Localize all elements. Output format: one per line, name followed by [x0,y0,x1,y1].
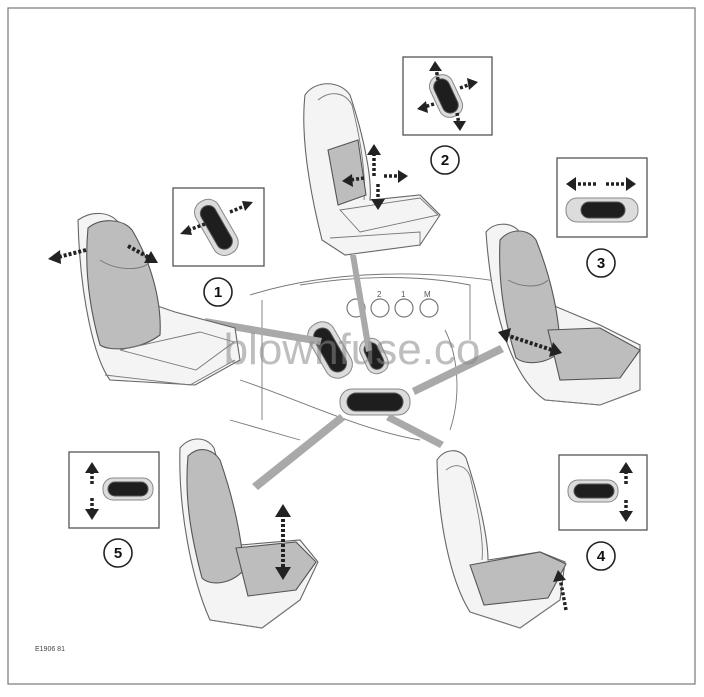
switch-1-arrow-left [180,222,206,235]
switch-box-1 [172,187,265,267]
seat-3-fore-aft-arrow [498,328,562,357]
switch-1-backrest-control[interactable] [190,195,243,260]
switch-5-arrow-up [85,462,99,484]
callout-4: 4 [586,541,616,571]
dial-2[interactable] [370,298,390,318]
seat-1-recline-arrow-right [127,244,158,263]
callout-2: 2 [430,145,460,175]
callout-5: 5 [103,538,133,568]
switch-2-lumbar-control[interactable] [426,71,466,121]
seat-3-illustration [485,223,641,406]
console-seat-switch[interactable] [339,388,411,416]
callout-3-label: 3 [597,255,605,272]
switch-box-5 [68,451,160,529]
switch-1-arrow-right [229,201,253,214]
switch-box-2 [402,56,493,136]
callout-4-label: 4 [597,548,606,565]
seat-2-lumbar-arrows [342,144,408,210]
dial-label-2: 2 [377,290,382,299]
watermark: blownfuse.co [224,325,481,374]
switch-3-arrow-right [606,177,636,191]
switch-5-height-control[interactable] [102,477,154,501]
seat-1-illustration [48,212,241,386]
seat-2-illustration [303,83,441,256]
switch-4-arrow-up [619,462,633,484]
figure-code: E1906 81 [35,646,65,653]
dial-label-1: 1 [401,290,406,299]
switch-4-cushion-control[interactable] [567,479,619,503]
dial-1[interactable] [394,298,414,318]
callout-3: 3 [586,248,616,278]
switch-box-4 [558,454,648,531]
seat-4-illustration [436,450,568,629]
figure-frame [7,7,696,685]
centre-console: 2 1 M [229,273,521,441]
dial-row: 2 1 M [346,290,439,318]
dial-label-m: M [424,290,431,299]
seat-1-recline-arrow-left [48,248,87,264]
seat-5-illustration [179,438,319,629]
callout-1: 1 [203,277,233,307]
switch-4-arrow-down [619,500,633,522]
pointer-beams [205,255,504,490]
switch-3-seat-control[interactable] [565,197,639,223]
switch-2-arrows [417,61,478,131]
callout-1-label: 1 [214,284,222,301]
switch-5-arrow-down [85,498,99,520]
callout-5-label: 5 [114,545,122,562]
switch-3-arrow-left [566,177,596,191]
seat-5-height-arrow [275,504,291,580]
dial-m[interactable] [419,298,439,318]
switch-box-3 [556,157,648,238]
callout-2-label: 2 [441,152,449,169]
seat-4-tilt-arrow [553,570,568,611]
console-lumbar-switch[interactable] [303,317,357,383]
